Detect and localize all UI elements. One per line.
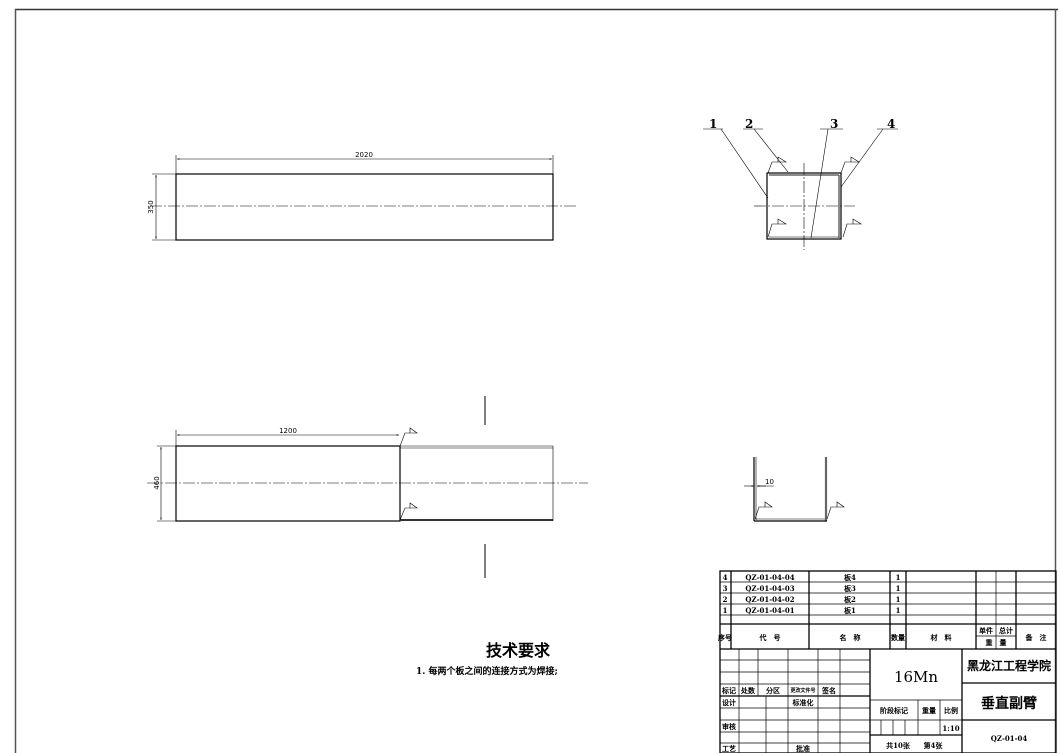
label-zone: 分区 bbox=[766, 686, 780, 695]
header-code: 代 号 bbox=[759, 633, 781, 642]
header-total-weight: 总计 bbox=[999, 626, 1013, 635]
label-design: 设计 bbox=[722, 698, 736, 707]
balloon-3: 3 bbox=[830, 117, 838, 131]
label-scale: 比例 bbox=[944, 706, 958, 715]
bom-row: 4 QZ-01-04-04 板4 1 bbox=[723, 573, 901, 582]
technical-requirements: 技术要求 1. 每两个板之间的连接方式为焊接; bbox=[416, 641, 558, 677]
weld-symbol-icon bbox=[826, 501, 845, 520]
bom-name: 板3 bbox=[844, 584, 856, 593]
bom-qty: 1 bbox=[896, 595, 901, 604]
tech-req-item: 1. 每两个板之间的连接方式为焊接; bbox=[416, 665, 558, 677]
label-stage: 阶段标记 bbox=[880, 706, 908, 715]
header-unit-weight: 单件 bbox=[979, 626, 993, 635]
bom-qty: 1 bbox=[896, 606, 901, 615]
weld-symbol-icon bbox=[754, 501, 773, 520]
title-block bbox=[720, 649, 1056, 753]
bom-code: QZ-01-04-04 bbox=[745, 573, 794, 582]
weld-symbol-icon bbox=[399, 427, 418, 447]
weld-symbol-icon bbox=[767, 156, 788, 174]
detail-view: 10 bbox=[744, 457, 845, 522]
balloon-4: 4 bbox=[887, 117, 895, 131]
label-count: 处数 bbox=[740, 686, 756, 695]
weld-symbol-icon bbox=[840, 156, 861, 174]
weld-symbol-icon bbox=[399, 502, 418, 521]
label-mark: 标记 bbox=[721, 686, 736, 695]
bom-row: 1 QZ-01-04-01 板1 1 bbox=[723, 606, 901, 615]
label-weight: 重量 bbox=[922, 706, 936, 715]
weld-symbol-icon bbox=[842, 218, 863, 238]
header-remark: 备 注 bbox=[1025, 633, 1047, 642]
lower-view: 1200 460 bbox=[147, 396, 588, 578]
dim-thickness-10: 10 bbox=[765, 478, 774, 486]
material-value: 16Mn bbox=[894, 668, 938, 686]
total-sheets: 共10张 bbox=[886, 741, 911, 750]
header-weight: 重 量 bbox=[986, 638, 1007, 647]
dim-height-350: 350 bbox=[147, 200, 155, 213]
balloon-2: 2 bbox=[745, 117, 753, 131]
header-material: 材 料 bbox=[930, 633, 952, 642]
bom-name: 板4 bbox=[844, 573, 856, 582]
label-approve: 批准 bbox=[796, 744, 810, 753]
bom-seq: 2 bbox=[723, 595, 728, 604]
header-name: 名 称 bbox=[840, 633, 861, 642]
bom-qty: 1 bbox=[896, 584, 901, 593]
bom-header: 序号 代 号 名 称 数量 材 料 单件 总计 重 量 备 注 bbox=[717, 626, 1047, 647]
bom-seq: 3 bbox=[723, 584, 728, 593]
header-qty: 数量 bbox=[891, 633, 905, 642]
bom-name: 板2 bbox=[844, 595, 856, 604]
bom-code: QZ-01-04-02 bbox=[745, 595, 794, 604]
bom-name: 板1 bbox=[844, 606, 856, 615]
bom-row: 2 QZ-01-04-02 板2 1 bbox=[723, 595, 901, 604]
sheet-number: 第4张 bbox=[924, 741, 944, 750]
label-standard: 标准化 bbox=[792, 698, 814, 707]
title-block-labels: 标记 处数 分区 更改文件号 签名 设计 标准化 审核 工艺 批准 阶段标记 重… bbox=[721, 686, 958, 753]
bom-code: QZ-01-04-01 bbox=[745, 606, 794, 615]
label-sign: 签名 bbox=[821, 686, 836, 695]
dim-length-2020: 2020 bbox=[355, 151, 373, 159]
bom-code: QZ-01-04-03 bbox=[745, 584, 794, 593]
balloon-1: 1 bbox=[709, 117, 717, 131]
label-change-doc: 更改文件号 bbox=[790, 687, 815, 694]
part-name: 垂直副臂 bbox=[981, 695, 1037, 712]
bom-table bbox=[719, 570, 1057, 753]
title-block-values: 16Mn 黑龙江工程学院 垂直副臂 1:10 QZ-01-04 共10张 第4张 bbox=[886, 658, 1051, 750]
school-name: 黑龙江工程学院 bbox=[967, 658, 1051, 673]
header-seq: 序号 bbox=[717, 633, 732, 642]
tech-req-title: 技术要求 bbox=[486, 641, 551, 660]
scale-value: 1:10 bbox=[942, 724, 959, 733]
bom-seq: 4 bbox=[723, 573, 728, 582]
dim-height-460: 460 bbox=[153, 476, 161, 489]
bom-seq: 1 bbox=[723, 606, 728, 615]
bom-qty: 1 bbox=[896, 573, 901, 582]
front-view: 2020 350 bbox=[147, 151, 578, 241]
section-view: 1 2 3 4 bbox=[703, 117, 898, 250]
weld-symbol-icon bbox=[767, 218, 788, 238]
dim-length-1200: 1200 bbox=[279, 427, 297, 435]
label-process: 工艺 bbox=[722, 744, 736, 753]
label-review: 审核 bbox=[722, 722, 736, 731]
bom-row: 3 QZ-01-04-03 板3 1 bbox=[723, 584, 901, 593]
drawing-number: QZ-01-04 bbox=[991, 734, 1028, 743]
